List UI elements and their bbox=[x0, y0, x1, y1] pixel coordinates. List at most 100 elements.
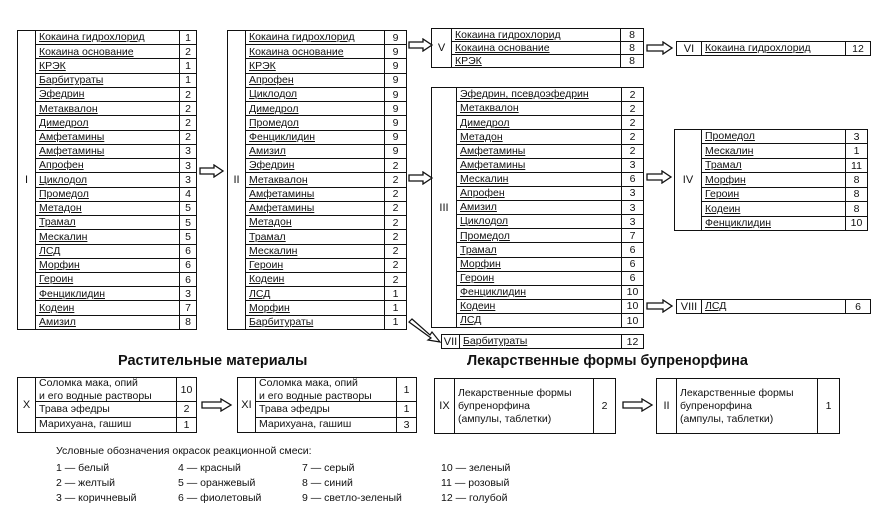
substance-name: Апрофен bbox=[249, 74, 294, 87]
color-code: 6 bbox=[845, 300, 870, 313]
substance-name: Димедрол bbox=[460, 116, 510, 129]
color-code: 7 bbox=[621, 229, 643, 243]
legend-item: 2 — желтый bbox=[56, 477, 116, 489]
substance-name: Кокаина основание bbox=[39, 45, 134, 58]
arrow-x-to-xi bbox=[201, 398, 233, 412]
color-code: 8 bbox=[845, 202, 867, 216]
substance-name: Кокаина гидрохлорид bbox=[705, 42, 811, 55]
substance-row: Трава эфедры 1 bbox=[256, 402, 416, 418]
legend-item: 5 — оранжевый bbox=[178, 477, 256, 489]
substance-name: Мескалин bbox=[39, 230, 88, 243]
substance-name: Амфетамины bbox=[460, 158, 526, 171]
color-code: 6 bbox=[621, 271, 643, 285]
group-numeral: VI bbox=[677, 42, 702, 55]
color-code: 8 bbox=[620, 55, 643, 67]
arrow-ii-to-iii bbox=[408, 171, 434, 185]
color-code: 2 bbox=[621, 116, 643, 130]
color-code: 6 bbox=[621, 243, 643, 257]
arrow-v-to-vi bbox=[646, 41, 674, 55]
color-code: 3 bbox=[621, 186, 643, 200]
color-code: 2 bbox=[179, 87, 196, 102]
color-code: 9 bbox=[384, 102, 406, 116]
substance-name: Промедол bbox=[460, 229, 510, 242]
substance-name: Мескалин bbox=[460, 173, 509, 186]
substance-name: Марихуана, гашиш bbox=[39, 418, 132, 431]
substance-name: Кокаина основание bbox=[249, 45, 344, 58]
arrow-iii-to-iv bbox=[646, 170, 673, 184]
substance-name: Метадон bbox=[460, 130, 503, 143]
substance-name: Эфедрин bbox=[39, 88, 85, 101]
group-numeral: IV bbox=[675, 130, 702, 230]
substance-name: Трава эфедры bbox=[259, 402, 330, 415]
substance-name: Героин bbox=[39, 273, 74, 286]
group-numeral: II bbox=[657, 379, 677, 433]
color-code: 1 bbox=[176, 417, 196, 432]
substance-name: Морфин bbox=[460, 257, 501, 270]
color-code: 9 bbox=[384, 130, 406, 144]
color-code: 2 bbox=[384, 272, 406, 287]
color-code: 1 bbox=[396, 378, 416, 402]
substance-name: Героин bbox=[705, 188, 740, 201]
color-code: 3 bbox=[621, 215, 643, 229]
color-code: 1 bbox=[384, 301, 406, 315]
color-code: 3 bbox=[179, 287, 196, 301]
color-code: 7 bbox=[179, 301, 196, 315]
substance-name: Барбитураты bbox=[39, 74, 104, 87]
substance-name: Барбитураты bbox=[249, 316, 314, 329]
color-code: 1 bbox=[396, 402, 416, 417]
substance-row: Соломка мака, опий и его водные растворы… bbox=[256, 377, 416, 403]
substance-name: Фенциклидин bbox=[39, 287, 105, 300]
color-code: 2 bbox=[593, 379, 615, 433]
substance-row: Фенциклидин 3 bbox=[36, 287, 196, 302]
substance-name: Промедол bbox=[39, 187, 89, 200]
color-code: 1 bbox=[179, 59, 196, 73]
substance-name: Барбитураты bbox=[463, 335, 528, 348]
substance-name: Амизил bbox=[39, 316, 76, 329]
legend-title: Условные обозначения окрасок реакционной… bbox=[56, 445, 312, 457]
color-code: 3 bbox=[621, 201, 643, 215]
substance-name: Метадон bbox=[249, 216, 292, 229]
substance-row: Марихуана, гашиш 1 bbox=[36, 417, 196, 432]
color-code: 2 bbox=[179, 116, 196, 130]
substance-name: КРЭК bbox=[39, 59, 66, 72]
color-code: 1 bbox=[384, 287, 406, 301]
group-numeral: I bbox=[18, 31, 36, 329]
arrow-iii-to-viii bbox=[646, 299, 674, 313]
substance-name: Фенциклидин bbox=[249, 131, 315, 143]
substance-name: ЛСД bbox=[705, 300, 727, 313]
color-code: 2 bbox=[384, 258, 406, 272]
substance-name: Кокаина основание bbox=[455, 42, 550, 54]
substance-name: Кодеин bbox=[39, 301, 75, 314]
color-code: 3 bbox=[179, 144, 196, 159]
